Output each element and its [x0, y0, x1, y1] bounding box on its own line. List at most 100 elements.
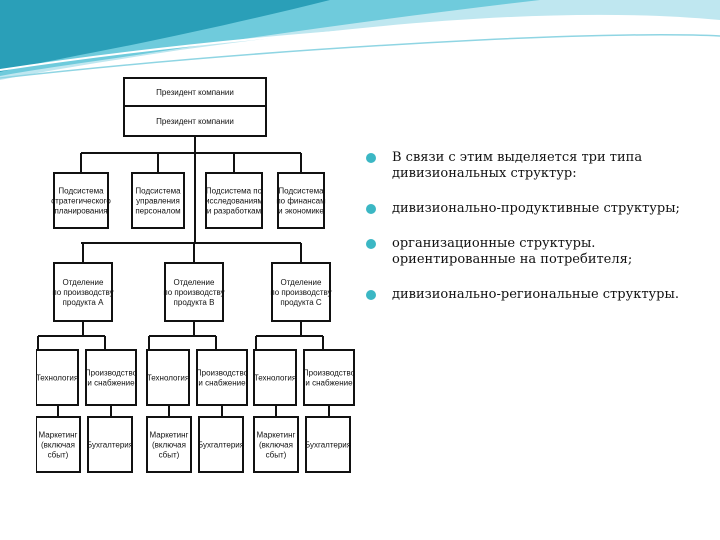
production-box-1-label: и снабжение: [87, 379, 135, 388]
production-box-3-label: Производство: [303, 369, 356, 378]
division-box-1-label: по производству: [52, 288, 113, 297]
accounting-box-1-label: Бухгалтерия: [87, 441, 133, 450]
bullet-circle-icon: [366, 239, 376, 249]
marketing-box-2-label: (включая: [152, 441, 186, 450]
production-box-3-label: и снабжение: [305, 379, 353, 388]
production-box-2-label: и снабжение: [198, 379, 246, 388]
bullet-text-4: дивизионально-региональные структуры.: [392, 287, 679, 302]
marketing-box-2-label: сбыт): [159, 451, 180, 460]
marketing-box-3-label: сбыт): [266, 451, 287, 460]
subsystem-box-3-frame: [205, 172, 263, 229]
subsystem-box-4-frame: [277, 172, 325, 229]
technology-box-3: Технология: [253, 349, 297, 406]
accounting-box-2: Бухгалтерия: [198, 416, 244, 473]
accounting-box-2-label: Бухгалтерия: [198, 441, 244, 450]
subsystem-box-3-label: Подсистема по: [206, 187, 263, 196]
bullet-list: В связи с этим выделяется три типа дивиз…: [366, 150, 696, 322]
production-box-3-frame: [303, 349, 355, 406]
accounting-box-3-frame: [305, 416, 351, 473]
marketing-box-3-frame: [253, 416, 299, 473]
subsystem-box-4-label: Подсистема: [278, 187, 324, 196]
header-wave-decoration: [0, 0, 720, 80]
bullet-circle-icon: [366, 153, 376, 163]
marketing-box-1-frame: [36, 416, 81, 473]
subsystem-box-2-label: персоналом: [135, 207, 180, 216]
technology-box-2-label: Технология: [147, 374, 189, 383]
marketing-box-2-frame: [146, 416, 192, 473]
subsystem-box-4-label: по финансам: [276, 197, 325, 206]
accounting-box-2-frame: [198, 416, 244, 473]
division-box-3-label: Отделение: [281, 278, 322, 287]
subsystem-box-3-label: исследованиям: [205, 197, 263, 206]
bullet-item-1: В связи с этим выделяется три типа дивиз…: [366, 150, 696, 182]
marketing-box-3-label: (включая: [259, 441, 293, 450]
division-box-2-frame: [164, 262, 224, 322]
technology-box-2-frame: [146, 349, 190, 406]
marketing-box-3-label: Маркетинг: [257, 431, 296, 440]
division-box-3-frame: [271, 262, 331, 322]
president-box: Президент компании: [123, 105, 267, 137]
marketing-box-2-label: Маркетинг: [150, 431, 189, 440]
technology-box-1: Технология: [36, 349, 79, 406]
accounting-box-3-label: Бухгалтерия: [305, 441, 351, 450]
subsystem-box-2-frame: [131, 172, 185, 229]
subsystem-box-1-label: стратегического: [51, 197, 111, 206]
marketing-box-1-label: сбыт): [48, 451, 69, 460]
subsystem-box-1-frame: [53, 172, 109, 229]
subsystem-box-2-label: Подсистема: [135, 187, 181, 196]
production-box-1-label: Производство: [85, 369, 138, 378]
bullet-text-1: В связи с этим выделяется три типа дивиз…: [392, 150, 643, 181]
accounting-box-3: Бухгалтерия: [305, 416, 351, 473]
division-box-1-frame: [53, 262, 113, 322]
division-box-1-label: Отделение: [63, 278, 104, 287]
division-box-2-label: продукта В: [174, 298, 215, 307]
technology-box-1-frame: [36, 349, 79, 406]
production-box-1-frame: [85, 349, 137, 406]
marketing-box-1-label: Маркетинг: [39, 431, 78, 440]
division-box-3-label: продукта С: [280, 298, 322, 307]
production-box-2-frame: [196, 349, 248, 406]
technology-box-1-label: Технология: [36, 374, 78, 383]
subsystem-box-4-label: и экономике: [278, 207, 324, 216]
division-box-2-label: по производству: [163, 288, 224, 297]
president-box-top-label: Президент компании: [156, 88, 234, 97]
org-chart-connectors: [37, 136, 330, 417]
technology-box-3-label: Технология: [254, 374, 296, 383]
subsystem-box-1-label: Подсистема: [58, 187, 104, 196]
bullet-item-3: организационные структуры. ориентированн…: [366, 236, 696, 268]
bullet-text-2: дивизионально-продуктивные структуры;: [392, 201, 680, 216]
accounting-box-1-frame: [87, 416, 133, 473]
division-box-3-label: по производству: [270, 288, 331, 297]
division-box-2-label: Отделение: [174, 278, 215, 287]
subsystem-box-1-label: планирования: [54, 207, 107, 216]
accounting-box-1: Бухгалтерия: [87, 416, 133, 473]
technology-box-3-frame: [253, 349, 297, 406]
bullet-item-4: дивизионально-региональные структуры.: [366, 287, 696, 303]
production-box-2-label: Производство: [196, 369, 249, 378]
subsystem-box-3-label: и разработкам: [207, 207, 261, 216]
bullet-text-3: организационные структуры. ориентированн…: [392, 236, 633, 267]
subsystem-box-2-label: управления: [136, 197, 180, 206]
bullet-circle-icon: [366, 204, 376, 214]
president-box-top: Президент компании: [123, 77, 267, 107]
division-box-1-label: продукта А: [63, 298, 105, 307]
bullet-circle-icon: [366, 290, 376, 300]
president-box-frame: [123, 105, 267, 137]
bullet-item-2: дивизионально-продуктивные структуры;: [366, 201, 696, 217]
technology-box-2: Технология: [146, 349, 190, 406]
